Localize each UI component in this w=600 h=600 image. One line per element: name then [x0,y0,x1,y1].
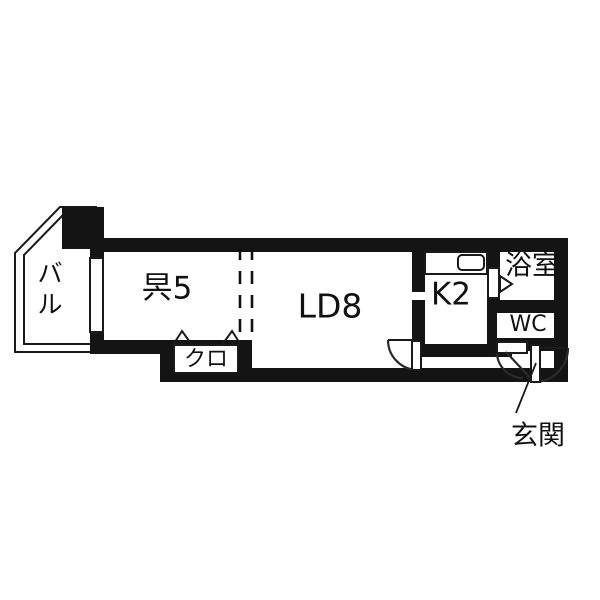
kitchen-counter [424,251,488,275]
bath-door-direction-arrow [499,274,514,294]
closet-label: クロ [184,347,228,372]
living-dining-label: LD8 [298,287,363,326]
wc-door[interactable] [495,341,528,380]
closet-box [173,344,239,374]
left-wall-upper [90,238,104,260]
bath-left-wall-upper [487,238,500,270]
sliding-window-glass[interactable] [89,257,104,333]
bath-door-panel[interactable] [487,267,500,299]
toilet-label: WC [509,312,546,337]
balcony-label-line2: ル [37,290,62,319]
kitchen-fixtures [424,251,488,275]
closet-area: クロ [172,329,242,374]
bathroom-label: 浴室 [505,251,559,282]
entrance-leader-line [515,362,537,414]
sliding-partition[interactable] [238,247,254,342]
sink-icon [457,254,485,271]
entrance-label: 玄関 [511,421,565,452]
balcony-label-line1: バ [37,259,62,288]
balcony-sliding-window[interactable] [89,257,104,333]
bath-door[interactable] [487,267,514,299]
wc-left-wall [487,312,497,342]
top-exterior-wall [96,238,568,252]
wc-door-swing-arc [495,351,524,380]
kitchen-label: K2 [431,277,471,313]
entrance-door-leaf-line [505,351,535,383]
kitchen-left-wall-lower [412,300,425,350]
bottom-exterior-wall [160,368,568,382]
closet-right-wall [238,340,252,374]
western-room-bottom-wall [90,340,168,354]
closet-left-wall [160,340,174,382]
ld-door-leaf[interactable] [411,340,422,371]
bath-bottom-wall [487,300,567,313]
ld-entry-door[interactable] [386,339,422,372]
closet-fold-mark-right [221,329,242,346]
closet-fold-mark-left [172,329,193,346]
wc-door-leaf[interactable] [496,341,528,354]
entrance-callout: 玄関 [511,362,565,452]
western-room-label: 昗5 [142,271,193,307]
kitchen-left-wall-upper [412,238,425,292]
